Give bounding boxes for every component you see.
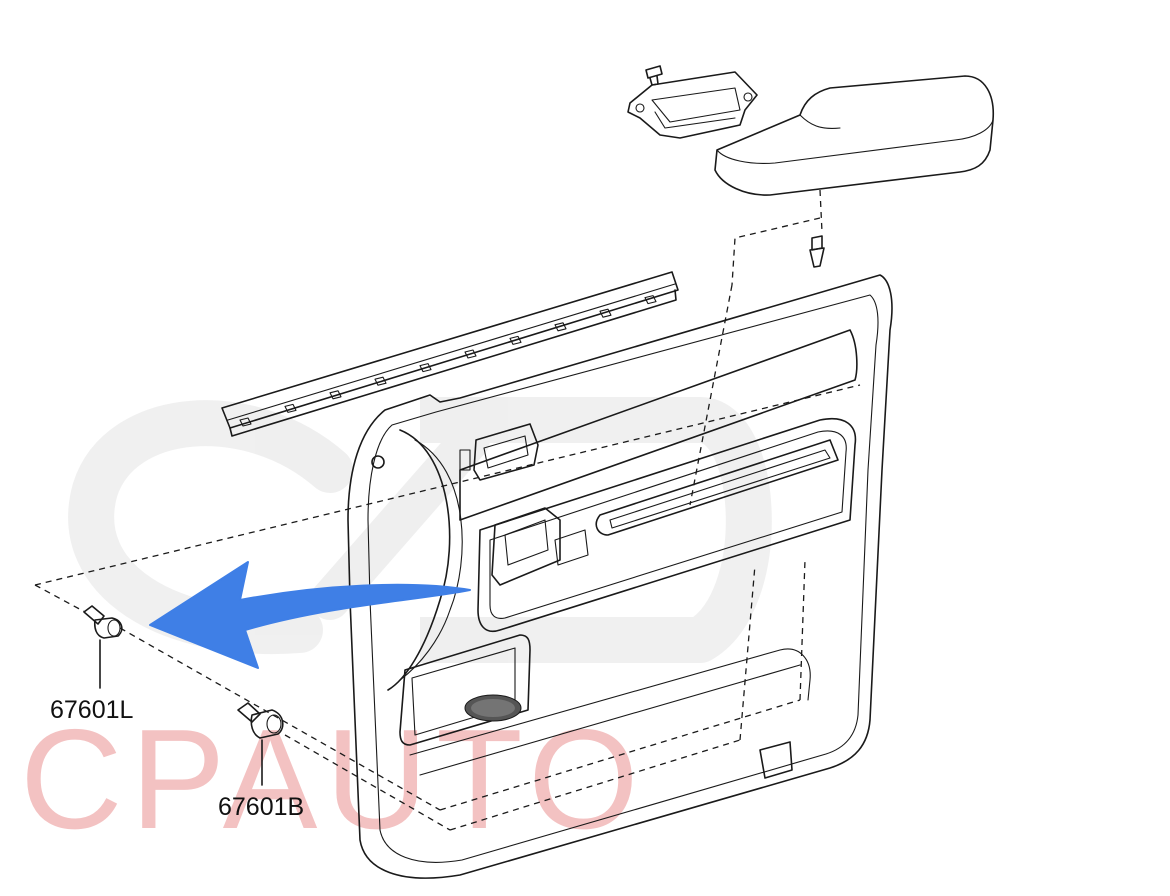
watermark-text: CPAUTO	[20, 700, 647, 859]
strip-clip-slot	[644, 295, 657, 305]
strip-clip-slot	[329, 390, 342, 400]
strip-clip-slot	[374, 376, 387, 386]
clip-67601l	[83, 605, 123, 689]
strip-clip-slot	[419, 363, 432, 373]
armrest	[714, 75, 995, 196]
screw-top	[645, 65, 663, 86]
arrow-left-icon	[149, 561, 471, 669]
clip-67601b	[237, 702, 284, 786]
strip-clip-slot	[239, 417, 252, 427]
strip-clip-slot	[464, 349, 477, 359]
strip-clip-slot	[509, 335, 522, 345]
pull-handle-bracket	[627, 71, 758, 139]
screw-mid	[809, 235, 825, 268]
part-label-67601l: 67601L	[50, 696, 134, 724]
strip-clip-slot	[554, 322, 567, 332]
strip-clip-slot	[599, 308, 612, 318]
strip-clip-slot	[284, 403, 297, 413]
assembly-guide-lines	[34, 189, 861, 831]
part-label-67601b: 67601B	[218, 793, 304, 821]
belt-weatherstrip	[221, 271, 679, 437]
speaker-grille	[464, 694, 522, 722]
